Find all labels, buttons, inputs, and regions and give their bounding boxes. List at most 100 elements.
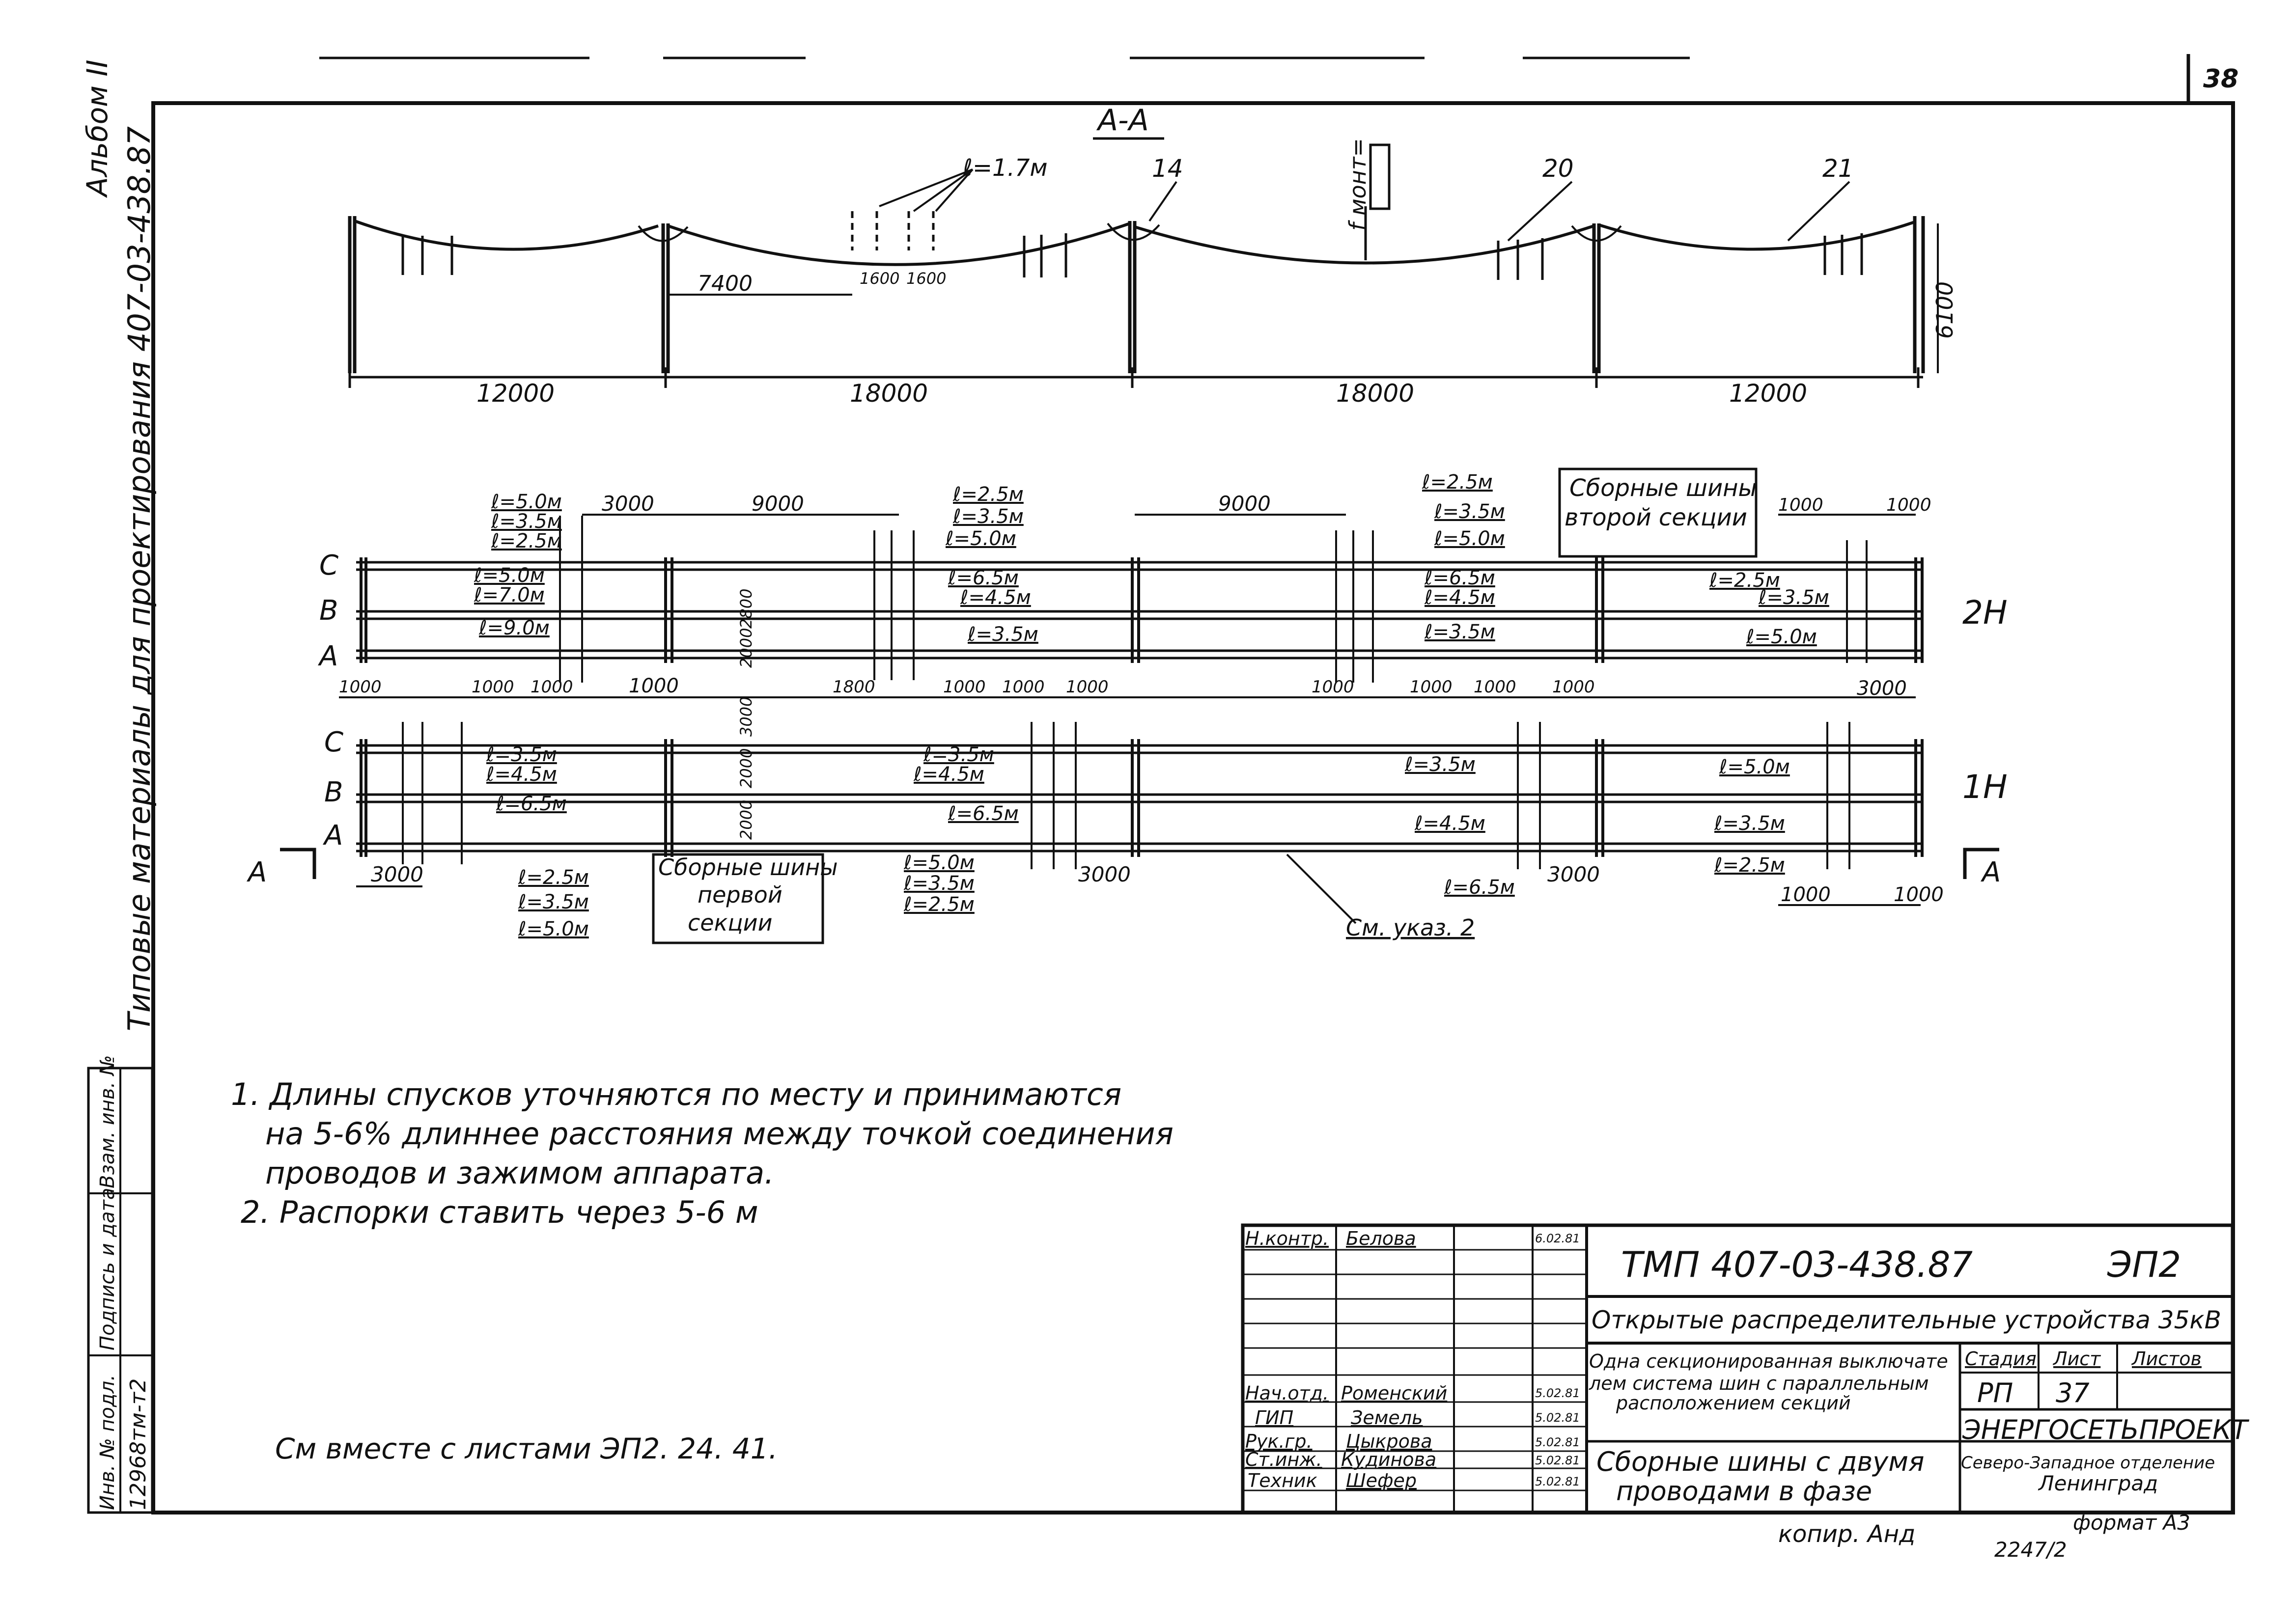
section-1-label-3: секции [688,909,772,936]
notes: 1. Длины спусков уточняются по месту и п… [231,1076,1174,1465]
dim-label: 1000 [531,677,573,697]
dim-1600b: 1600 [906,269,946,288]
dim-bottom-4: 1000 [1781,883,1831,906]
role-stinzh: Ст.инж. [1245,1449,1322,1470]
dim-label: 1000 [1552,677,1595,697]
dim-label: 1000 [339,677,382,697]
sheet-header: Лист [2052,1348,2101,1370]
dim-vert: 2000 [737,748,755,788]
section-title: А-А [1096,103,1149,138]
length-label: ℓ=2.5м [518,866,589,889]
phase-a-upper: А [318,640,338,672]
stamp-label-3: Взам. инв. № [96,1055,119,1188]
dim-bottom-5: 1000 [1894,883,1944,906]
name-tekhnik: Шефер [1346,1470,1417,1491]
cut-mark-left [280,848,316,879]
dim-top-4: 1000 [1778,495,1823,515]
see-also: См вместе с листами ЭП2. 24. 41. [275,1432,778,1465]
dim-label: 3000 [1857,677,1907,700]
length-label: ℓ=2.5м [952,483,1024,506]
org-line-1: ЭНЕРГОСЕТЬПРОЕКТ [1962,1414,2250,1445]
album-label: Альбом II [81,59,114,198]
lower-lengths-1: ℓ=3.5м ℓ=4.5м ℓ=6.5м ℓ=2.5м ℓ=3.5м ℓ=5.0… [486,743,589,940]
length-label: ℓ=4.5м [960,586,1031,609]
dim-label: 1000 [943,677,986,697]
side-margin: Альбом II Типовые материалы для проектир… [81,59,157,1514]
dim-vert: 2000 [737,628,755,668]
dim-label: 1000 [472,677,514,697]
dim-label: 1000 [1002,677,1045,697]
date-gip: 5.02.81 [1535,1411,1580,1425]
cut-right-label: А [1981,856,2001,888]
upper-lengths-3: ℓ=2.5м ℓ=3.5м ℓ=5.0м ℓ=6.5м ℓ=4.5м ℓ=3.5… [1422,471,1505,643]
sheet-number: 38 [2203,64,2238,94]
plan-view: С В А С В А 2Н 1Н 3000 9000 9000 1000 10… [247,468,2008,944]
span-4: 12000 [1729,379,1807,408]
note-2: 2. Распорки ставить через 5-6 м [241,1194,758,1230]
phase-b-upper: В [319,595,338,627]
sheets-header: Листов [2131,1348,2202,1370]
length-label: ℓ=5.0м [491,491,562,513]
phase-a-lower: А [323,820,343,852]
length-label: ℓ=6.5м [1424,567,1495,589]
dim-vert: 2800 [737,589,755,629]
length-label: ℓ=4.5м [486,763,557,786]
date-stinzh: 5.02.81 [1535,1454,1580,1467]
inventory-number: 12968тм-т2 [126,1378,151,1510]
dim-label: 1800 [833,677,875,697]
span-3: 18000 [1336,379,1414,408]
copy-number: 2247/2 [1994,1538,2067,1562]
role-tekhnik: Техник [1248,1470,1317,1491]
stage-header: Стадия [1965,1348,2037,1370]
length-label: ℓ=6.5м [496,793,567,815]
bus-2h-label: 2Н [1962,594,2008,632]
span-2: 18000 [850,379,928,408]
copied-by: копир. Анд [1778,1520,1915,1548]
middle-dims: 1000 1000 1000 1000 1800 1000 1000 1000 … [339,589,1907,840]
plan-drops [402,516,1868,869]
date-tekhnik: 5.02.81 [1535,1475,1580,1488]
sheet-frame [151,101,2235,1514]
desc-line-2: лем система шин с параллельным [1589,1373,1929,1394]
length-label: ℓ=3.5м [1404,753,1476,776]
dim-top-2: 9000 [752,492,804,516]
section-1-label-1: Сборные шины [658,854,838,881]
section-2-box [1558,468,1758,558]
length-label: ℓ=5.0м [1719,756,1790,778]
sheet-code: ЭП2 [2107,1244,2181,1285]
cut-left-label: А [247,856,267,888]
length-label: ℓ=3.5м [1424,621,1495,643]
length-label: ℓ=4.5м [1424,586,1495,609]
length-label: ℓ=3.5м [952,505,1024,528]
role-rukgr: Рук.гр. [1245,1431,1313,1452]
note-1-line-1: 1. Длины спусков уточняются по месту и п… [231,1076,1121,1112]
dim-label: 1000 [1410,677,1453,697]
length-label: ℓ=4.5м [913,763,984,786]
length-label: ℓ=2.5м [903,893,975,916]
dim-1600a: 1600 [860,269,899,288]
date-rukgr: 5.02.81 [1535,1435,1580,1449]
length-label: ℓ=4.5м [1414,812,1485,835]
dim-label: 1000 [1066,677,1109,697]
role-nkontr: Н.контр. [1245,1228,1329,1249]
length-label: ℓ=6.5м [948,567,1019,589]
dim-vert: 3000 [737,697,755,737]
phase-b-lower: В [324,776,343,808]
length-label: ℓ=5.0м [903,852,975,874]
lower-lengths-3: ℓ=3.5м ℓ=4.5м ℓ=6.5м [1404,753,1515,899]
dim-7400: 7400 [698,271,753,296]
name-rukgr: Цыкрова [1346,1431,1432,1452]
f-mont-label: f монт= [1344,138,1371,231]
phase-c-upper: С [319,550,338,581]
span-ticks [348,367,1920,388]
length-label: ℓ=2.5м [491,530,562,552]
span-1: 12000 [476,379,555,408]
drop-length-label: ℓ=1.7м [962,154,1048,182]
note-1-line-2: на 5-6% длиннее расстояния между точкой … [265,1116,1174,1152]
drawing-title-1: Сборные шины с двумя [1596,1446,1924,1477]
date-nachotd: 5.02.81 [1535,1386,1580,1400]
lower-lengths-2: ℓ=3.5м ℓ=4.5м ℓ=6.5м ℓ=5.0м ℓ=3.5м ℓ=2.5… [903,743,1019,916]
dim-label: 1000 [1474,677,1516,697]
dim-top-5: 1000 [1886,495,1931,515]
note-ref: См. указ. 2 [1346,914,1475,941]
